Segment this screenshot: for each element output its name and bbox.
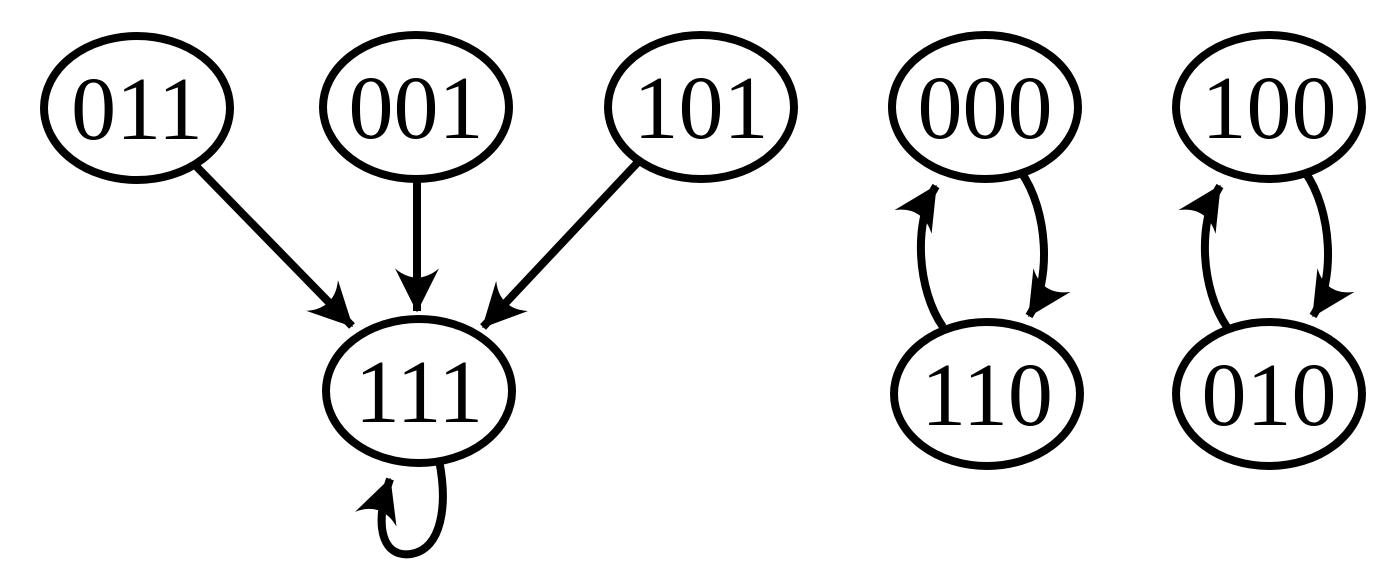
- node-100-label: 100: [1202, 59, 1337, 158]
- node-111: 111: [322, 315, 516, 467]
- edge-011-to-111: [191, 161, 355, 329]
- edge-111-self-loop: [355, 459, 447, 559]
- node-011-shape: [40, 32, 234, 184]
- node-100-shape: [1172, 31, 1366, 183]
- node-010: 010: [1172, 318, 1366, 470]
- node-101-shape: [604, 31, 798, 183]
- node-000-label: 000: [918, 59, 1053, 158]
- edge-110-to-000: [894, 183, 947, 330]
- node-001-label: 001: [349, 59, 484, 158]
- node-110-label: 110: [921, 346, 1053, 445]
- node-100: 100: [1172, 31, 1366, 183]
- node-101: 101: [604, 31, 798, 183]
- node-101-label: 101: [634, 59, 769, 158]
- edge-010-to-100: [1178, 183, 1231, 330]
- edge-000-to-110: [1017, 169, 1071, 319]
- node-011-label: 011: [71, 60, 203, 159]
- edge-101-to-111: [480, 158, 642, 330]
- node-001: 001: [319, 31, 513, 183]
- node-111-label: 111: [355, 343, 483, 442]
- nodes-layer: 011 001 101 111 000 110: [40, 31, 1366, 470]
- node-010-shape: [1172, 318, 1366, 470]
- node-110: 110: [890, 318, 1084, 470]
- node-000-shape: [888, 31, 1082, 183]
- node-000: 000: [888, 31, 1082, 183]
- node-011: 011: [40, 32, 234, 184]
- edges-layer: [191, 158, 1355, 559]
- node-111-shape: [322, 315, 516, 467]
- node-010-label: 010: [1202, 346, 1337, 445]
- node-110-shape: [890, 318, 1084, 470]
- node-001-shape: [319, 31, 513, 183]
- edge-100-to-010: [1301, 169, 1355, 319]
